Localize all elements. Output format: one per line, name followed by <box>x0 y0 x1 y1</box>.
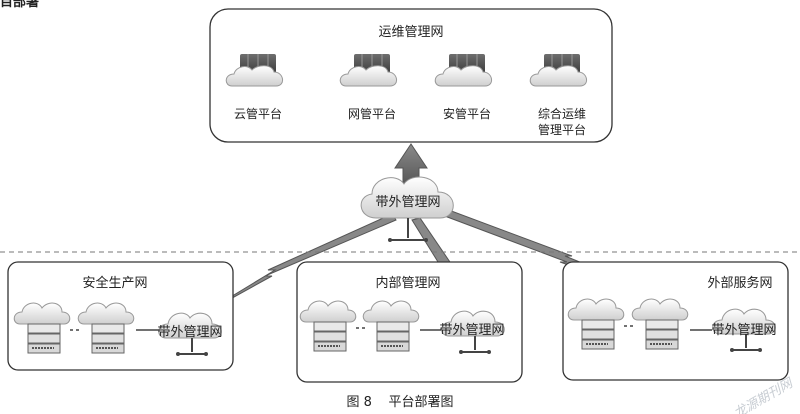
oob-label: 带外管理网 <box>157 325 222 340</box>
internal-network-title: 内部管理网 <box>375 275 440 291</box>
external-network-title: 外部服务网 <box>707 275 772 291</box>
cloud-mgmt-platform: 云管平台 <box>225 53 284 121</box>
platform-label: 安管平台 <box>443 106 491 121</box>
security-mgmt-platform: 安管平台 <box>434 53 493 121</box>
integrated-ops-platform: 综合运维 管理平台 <box>529 53 588 137</box>
cloud-icon <box>360 176 454 219</box>
center-oob-label: 带外管理网 <box>375 195 440 210</box>
partial-heading: 目部署 <box>0 0 39 10</box>
oob-label: 带外管理网 <box>439 323 504 338</box>
oob-label: 带外管理网 <box>711 323 776 338</box>
figure-caption: 图 8 平台部署图 <box>347 395 454 410</box>
network-mgmt-platform: 网管平台 <box>339 53 398 121</box>
production-network: 安全生产网 带外管理网 <box>7 261 234 371</box>
platform-label-line2: 管理平台 <box>538 122 586 137</box>
link-to-production <box>195 213 397 319</box>
network-stand-icon <box>388 218 428 242</box>
ops-network-title: 运维管理网 <box>378 25 443 40</box>
watermark-text: 龙源期刊网 <box>732 375 798 414</box>
production-network-title: 安全生产网 <box>82 275 147 291</box>
platform-label: 网管平台 <box>348 106 396 121</box>
platform-label: 云管平台 <box>234 106 282 121</box>
internal-network: 内部管理网 带外管理网 <box>296 261 523 383</box>
center-oob-node: 带外管理网 <box>360 176 454 242</box>
external-network: 外部服务网 带外管理网 <box>562 261 789 381</box>
platform-label: 综合运维 <box>538 106 586 121</box>
ops-network-box <box>209 8 613 143</box>
